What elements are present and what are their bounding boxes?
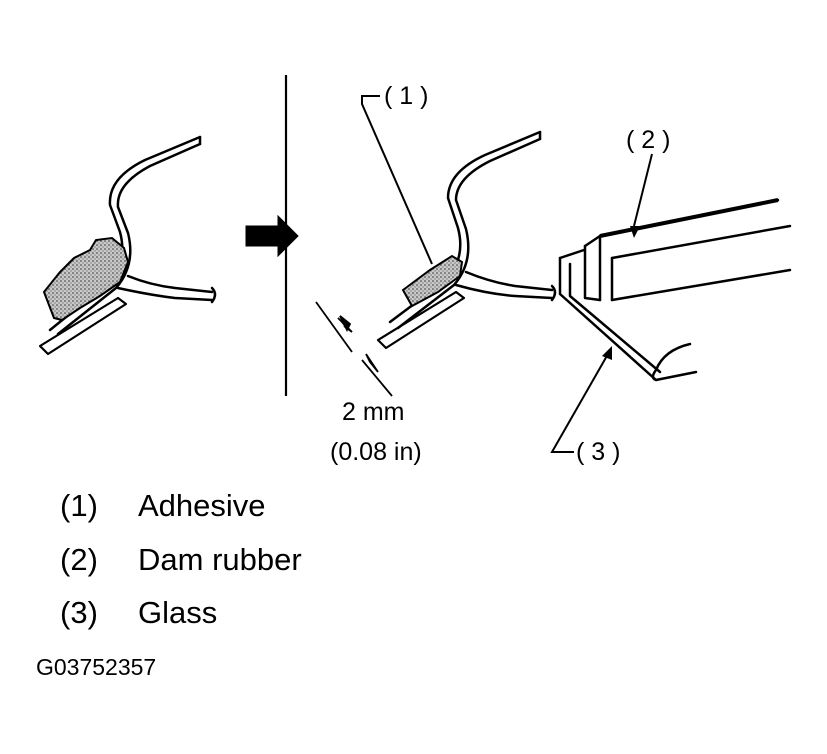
trimmed-adhesive (401, 254, 464, 308)
legend-item-glass: (3) Glass (60, 595, 217, 631)
glass-edge (376, 290, 466, 350)
glass-edge (38, 296, 128, 356)
glass-front-edge (558, 256, 698, 382)
dimension-imperial: (0.08 in) (330, 438, 422, 466)
dam-rubber-inner-edge (610, 224, 792, 260)
lower-panel-inner (116, 286, 214, 302)
glass-and-dam (558, 198, 792, 382)
lower-panel-outer (464, 270, 554, 292)
lower-panel-outer (126, 274, 214, 294)
callout-3-label: ( 3 ) (576, 438, 620, 466)
legend-number: (1) (60, 488, 98, 523)
old-adhesive (42, 236, 130, 322)
after-panel (376, 130, 557, 350)
callout-2: ( 2 ) (626, 126, 670, 238)
callout-3: ( 3 ) (550, 346, 620, 466)
body-flange-inner (56, 142, 202, 336)
callout-2-label: ( 2 ) (626, 126, 670, 154)
before-panel (38, 135, 217, 356)
dam-rubber-front (583, 244, 602, 302)
legend-label: Adhesive (138, 488, 266, 523)
body-flange-inner (396, 137, 542, 330)
legend-label: Glass (138, 595, 218, 630)
dimension-metric: 2 mm (342, 398, 405, 426)
legend-item-adhesive: (1) Adhesive (60, 488, 266, 524)
legend-item-dam-rubber: (2) Dam rubber (60, 542, 302, 578)
figure-id: G03752357 (36, 654, 157, 680)
lower-panel-inner (454, 283, 554, 300)
glass-edge (558, 248, 586, 260)
legend-label: Dam rubber (138, 542, 302, 577)
dimension-marker (315, 301, 393, 397)
legend-number: (2) (60, 542, 98, 577)
callout-1-label: ( 1 ) (384, 82, 428, 110)
callout-1: ( 1 ) (361, 82, 433, 265)
right-arrow-icon (245, 214, 299, 258)
legend-number: (3) (60, 595, 98, 630)
